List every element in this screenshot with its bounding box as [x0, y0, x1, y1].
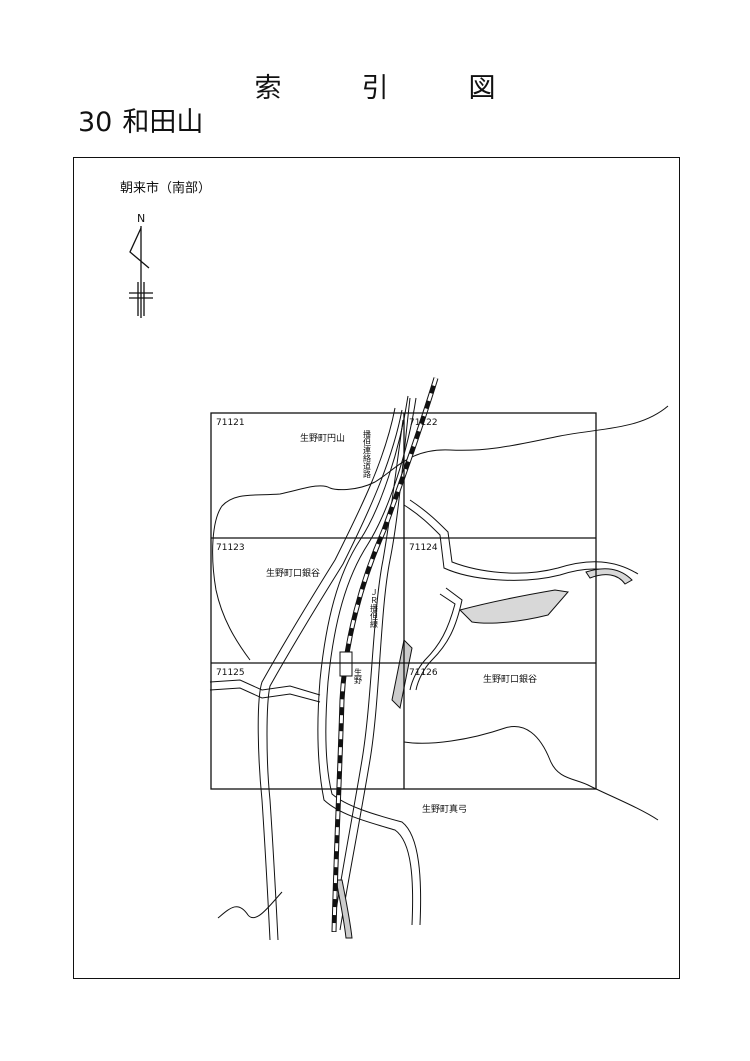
index-map-title: 索引図	[0, 66, 750, 105]
index-grid	[210, 412, 597, 790]
title-char-2: 引	[361, 73, 389, 104]
main-road	[317, 395, 422, 926]
area-label: 朝来市（南部）	[120, 180, 211, 196]
title-char-3: 図	[468, 73, 496, 104]
title-char-1: 索	[254, 73, 282, 104]
sheet-heading: 30 和田山	[78, 100, 203, 139]
outside-place-label: 生野町真弓	[422, 803, 467, 815]
rail-label: ＪＲ播但線	[370, 588, 379, 628]
sheet-number: 30	[78, 107, 113, 138]
station-icon	[339, 651, 353, 677]
cell-place-71121: 生野町円山	[300, 432, 345, 444]
dam-area	[585, 568, 633, 585]
cell-code-71121: 71121	[216, 418, 245, 428]
river-lines	[212, 405, 669, 919]
station-label: 生野	[354, 667, 363, 684]
cell-code-71123: 71123	[216, 543, 245, 553]
road-label: 播但連絡道路	[363, 429, 372, 478]
cell-code-71122: 71122	[409, 418, 438, 428]
cell-place-71123: 生野町口銀谷	[266, 567, 320, 579]
map-frame	[73, 157, 680, 979]
north-label: N	[137, 212, 145, 225]
cell-code-71125: 71125	[216, 668, 245, 678]
north-arrow-icon	[129, 226, 153, 318]
cell-code-71126: 71126	[409, 668, 438, 678]
cell-code-71124: 71124	[409, 543, 438, 553]
reservoir-area	[459, 589, 569, 624]
sheet-name: 和田山	[122, 107, 204, 138]
cell-place-71126: 生野町口銀谷	[483, 673, 537, 685]
secondary-roads	[209, 407, 639, 941]
railway-line	[331, 377, 439, 933]
